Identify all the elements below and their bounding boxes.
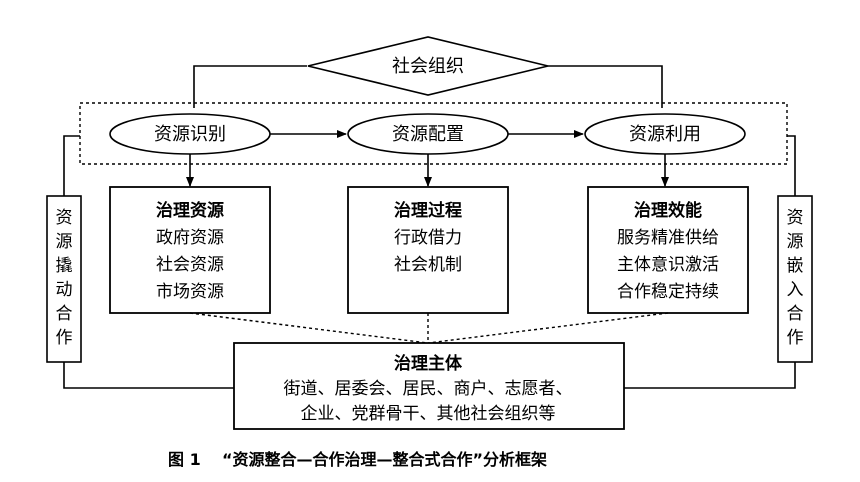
process-box xyxy=(347,186,509,314)
left-side-char-4: 动 xyxy=(56,280,73,300)
social-org-diamond xyxy=(307,36,549,96)
right-side-char-2: 源 xyxy=(787,232,804,252)
process-title: 治理过程 xyxy=(394,200,462,221)
efficacy-box xyxy=(587,186,749,314)
subjects-line-2: 企业、党群骨干、其他社会组织等 xyxy=(301,404,556,424)
right-side-char-3: 嵌 xyxy=(787,256,804,276)
right-side-char-1: 资 xyxy=(787,208,804,228)
subjects-title: 治理主体 xyxy=(394,353,463,374)
right-side-box xyxy=(777,195,813,363)
left-side-char-5: 合 xyxy=(56,304,73,324)
figure-title: “资源整合—合作治理—整合式合作”分析框架 xyxy=(222,450,547,469)
down-arrows xyxy=(186,154,669,187)
left-side-box xyxy=(46,195,82,363)
resources-line-3: 市场资源 xyxy=(156,282,224,302)
left-side-char-6: 作 xyxy=(56,328,73,348)
efficacy-title: 治理效能 xyxy=(634,200,702,221)
social-org-label: 社会组织 xyxy=(392,56,464,77)
utilize-label: 资源利用 xyxy=(629,124,701,145)
subject-links xyxy=(189,312,669,344)
allocate-label: 资源配置 xyxy=(392,124,464,145)
left-side-char-2: 源 xyxy=(56,232,73,252)
left-side-char-1: 资 xyxy=(56,208,73,228)
process-line-1: 行政借力 xyxy=(394,228,462,248)
efficacy-line-2: 主体意识激活 xyxy=(617,255,719,275)
right-side-char-5: 合 xyxy=(787,304,804,324)
left-side-char-3: 撬 xyxy=(56,256,73,276)
subjects-line-1: 街道、居委会、居民、商户、志愿者、 xyxy=(284,379,573,399)
efficacy-line-1: 服务精准供给 xyxy=(617,228,719,248)
resources-title: 治理资源 xyxy=(156,200,224,221)
efficacy-line-3: 合作稳定持续 xyxy=(617,282,719,302)
outer-connectors xyxy=(63,135,796,389)
right-side-char-6: 作 xyxy=(787,328,804,348)
resources-line-2: 社会资源 xyxy=(156,255,224,275)
right-side-char-4: 入 xyxy=(787,280,804,300)
identify-label: 资源识别 xyxy=(154,124,226,145)
process-line-2: 社会机制 xyxy=(394,255,462,275)
figure-number: 图 1 xyxy=(168,450,201,469)
subjects-box xyxy=(233,342,625,430)
resources-line-1: 政府资源 xyxy=(156,228,224,248)
top-connectors xyxy=(193,65,663,108)
